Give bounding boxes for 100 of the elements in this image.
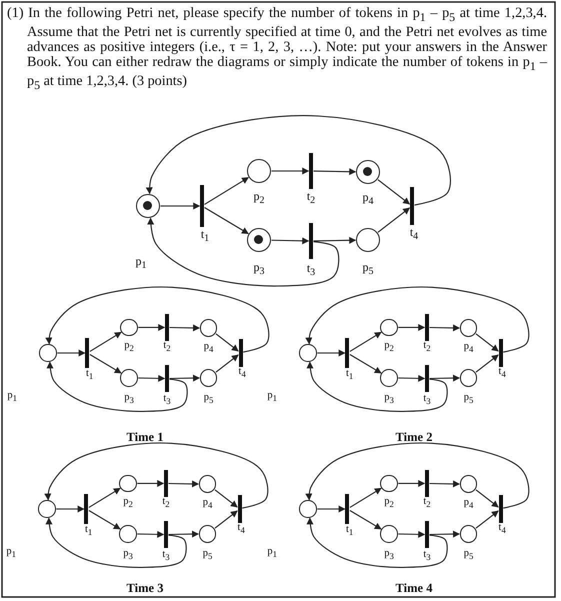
transition-bar [238,339,243,367]
arrow [306,517,448,568]
arrow [216,333,239,352]
transition-label: t$_{1}$ [346,368,354,381]
place-label: p$_{2}$ [384,341,394,354]
arrow [147,218,340,287]
transition-label: t$_{1}$ [200,228,210,244]
arrow [306,361,448,412]
transition-label: t$_{2}$ [162,497,170,510]
transition-bar [84,494,88,524]
arrow [204,207,249,234]
transition-label: t$_{3}$ [306,262,316,278]
place-label: p$_{1}$ [136,254,146,272]
place-circle [299,344,317,362]
transition-bar [238,495,242,523]
place-circle [198,475,216,493]
transition-label: t$_{1}$ [346,524,354,537]
transition-bar [424,365,429,392]
arrow [476,333,499,352]
place-circle [380,369,398,387]
place-label: p$_{3}$ [384,549,394,561]
transition-label: t$_{2}$ [306,190,316,206]
arrow [272,168,310,174]
place-circle [356,160,380,184]
place-circle [120,369,138,387]
arrow [305,442,530,509]
place-circle [119,474,137,492]
arrow [216,354,239,373]
arrow [476,510,499,529]
transition-bar [498,495,503,523]
place-label: p$_{4}$ [464,342,474,354]
arrow [138,374,166,382]
place-circle [200,319,218,337]
place-circle [247,159,271,183]
transition-bar [164,314,169,341]
transition-bar [424,470,429,497]
transition-label: t$_{2}$ [163,341,171,354]
arrow [88,510,121,530]
arrow [398,374,426,382]
place-label: p$_{5}$ [362,260,374,278]
arrow [350,510,382,530]
place-label: p$_{5}$ [464,549,474,561]
place-label: p$_{4}$ [464,498,474,510]
arrow [398,530,426,538]
token-dot [363,167,372,176]
transition-label: t$_{3}$ [163,394,171,406]
arrow [204,177,249,205]
place-circle [39,344,57,362]
transition-label: t$_{2}$ [423,341,431,354]
place-label: p$_{3}$ [254,260,264,278]
transition-bar [410,187,414,225]
arrow [378,179,410,204]
transition-label: t$_{4}$ [410,226,418,242]
transition-bar [424,314,429,341]
arrow [46,361,188,412]
place-circle [460,369,478,387]
transition-bar [309,153,313,189]
place-circle [380,474,398,492]
transition-bar [164,365,169,392]
transition-bar [164,521,168,548]
place-label: p$_{1}$ [267,390,278,403]
arrow [350,332,382,352]
place-label: p$_{3}$ [384,393,394,405]
arrow [429,480,460,488]
arrow [429,324,460,332]
transition-bar [200,185,204,227]
arrow [137,530,164,538]
place-label: p$_{5}$ [202,549,212,561]
arrow [314,236,356,244]
place-label: p$_{1}$ [7,390,18,403]
arrow [305,286,530,353]
token-dot [254,235,264,244]
arrow [146,115,451,206]
transition-label: t$_{4}$ [238,524,245,536]
place-circle [380,318,398,336]
place-label: p$_{2}$ [123,497,133,510]
transition-label: t$_{4}$ [498,524,506,536]
place-label: p$_{2}$ [254,190,264,206]
transition-label: t$_{1}$ [86,368,94,381]
place-circle [120,318,138,336]
place-circle [460,475,478,493]
time-caption: Time 2 [396,430,432,444]
place-label: p$_{5}$ [464,393,474,405]
token-dot [143,201,152,210]
arrow [398,324,426,331]
arrow [398,480,426,487]
place-circle [460,525,478,543]
arrow [90,332,122,352]
place-circle [136,194,160,218]
transition-bar [345,338,350,368]
transition-label: t$_{4}$ [238,368,246,380]
place-label: p$_{2}$ [384,497,394,510]
arrow [317,350,346,356]
place-circle [200,369,218,387]
place-circle [198,525,216,543]
arrow [46,517,187,568]
arrow [314,168,356,176]
arrow [160,202,200,210]
place-circle [299,500,317,518]
arrow [88,488,121,508]
